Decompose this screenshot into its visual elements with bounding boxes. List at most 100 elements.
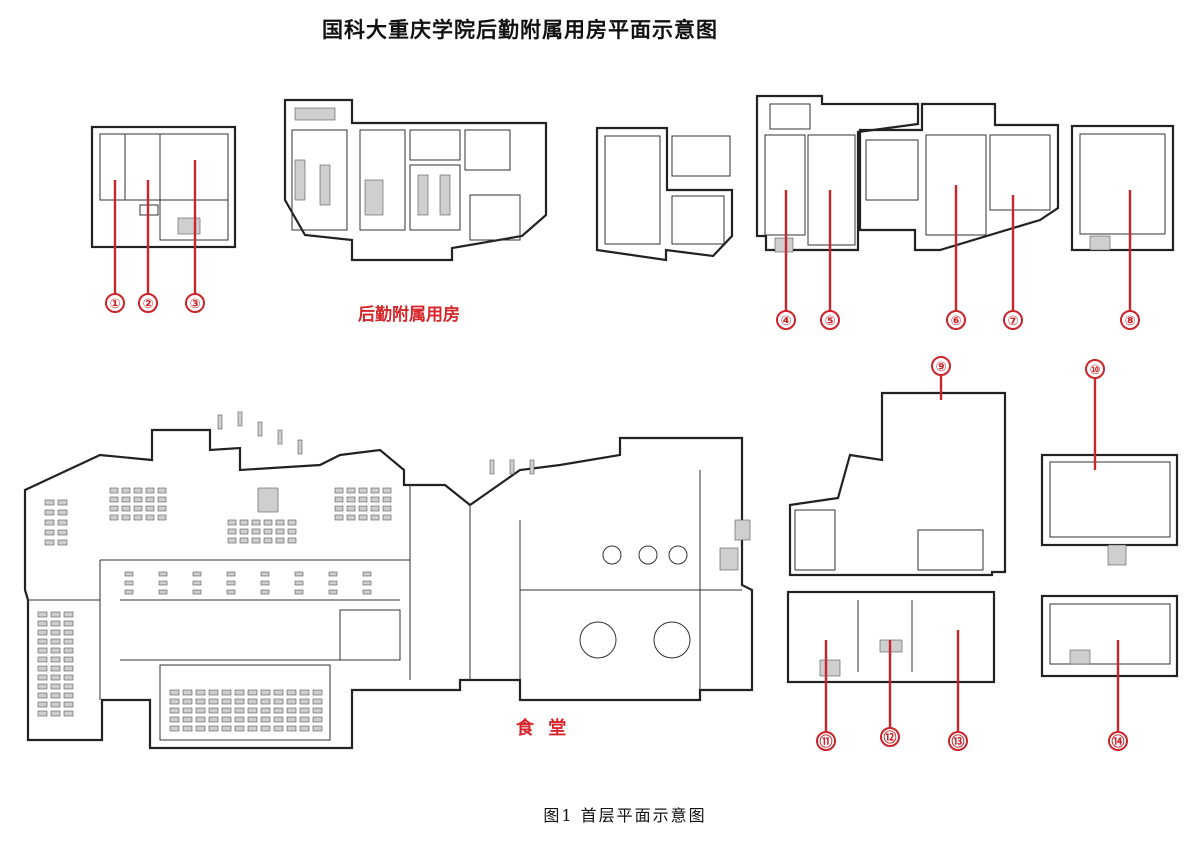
seating-block [234,716,245,723]
room-marker: ⑩ [1085,359,1105,470]
seating-block [37,683,48,690]
seating-block [63,629,74,636]
seating-block [44,529,55,536]
room-marker: ② [138,180,158,313]
seating-block [157,487,167,494]
building-b-plan [283,98,548,262]
seating-block [362,589,372,595]
seating-block [44,499,55,506]
building-14-plan [1040,594,1179,678]
seating-block [334,496,344,503]
roof-fin [509,459,515,475]
seating-block [57,529,68,536]
seating-block [124,580,134,586]
seating-block [50,692,61,699]
seating-block [208,689,219,696]
seating-block [370,514,380,521]
seating-block [133,496,143,503]
marker-circle [816,731,836,751]
seating-block [312,689,323,696]
seating-block [182,698,193,705]
seating-block [286,698,297,705]
seating-block [260,725,271,732]
seating-block [133,487,143,494]
room-marker: ⑫ [880,640,900,747]
seating-block [157,496,167,503]
seating-block [299,725,310,732]
marker-number: ⑫ [883,730,896,746]
seating-block [50,629,61,636]
seating-block [109,514,119,521]
seating-block [37,674,48,681]
room-marker: ⑧ [1120,190,1140,330]
seating-block [362,571,372,577]
marker-number: ⑬ [951,734,964,750]
seating-block [312,725,323,732]
seating-block [263,528,273,535]
marker-circle [946,310,966,330]
seating-block [260,689,271,696]
seating-block [63,683,74,690]
seating-block [109,496,119,503]
seating-block [273,716,284,723]
seating-block [286,707,297,714]
seating-block [260,571,270,577]
figure-caption: 图1 首层平面示意图 [543,806,707,825]
seating-block [370,496,380,503]
seating-block [63,692,74,699]
seating-block [299,689,310,696]
seating-block [275,519,285,526]
seating-block [227,537,237,544]
seating-block [286,725,297,732]
seating-block [57,519,68,526]
marker-number: ③ [189,297,200,312]
seating-block [182,725,193,732]
seating-block [273,725,284,732]
seating-block [44,519,55,526]
seating-block [109,505,119,512]
marker-number: ⑤ [824,314,835,329]
roof-fin [217,414,223,430]
marker-circle [931,356,951,376]
room-marker: ⑭ [1108,640,1128,751]
marker-number: ④ [780,314,791,329]
marker-circle [1108,731,1128,751]
seating-block [50,611,61,618]
seating-block [121,496,131,503]
seating-block [299,707,310,714]
seating-block [63,611,74,618]
seating-block [273,698,284,705]
seating-block [37,647,48,654]
seating-block [294,580,304,586]
seating-block [273,707,284,714]
room-marker: ⑪ [816,640,836,751]
seating-block [57,499,68,506]
seating-block [247,689,258,696]
seating-block [263,519,273,526]
seating-block [63,701,74,708]
seating-block [192,571,202,577]
seating-block [37,710,48,717]
marker-number: ⑧ [1124,314,1135,329]
seating-block [145,505,155,512]
seating-block [145,496,155,503]
seating-block [208,698,219,705]
seating-block [346,487,356,494]
seating-block [239,519,249,526]
seating-block [328,580,338,586]
seating-block [50,683,61,690]
seating-block [63,665,74,672]
seating-block [287,537,297,544]
seating-block [192,580,202,586]
seating-block [286,689,297,696]
marker-number: ⑩ [1089,363,1100,378]
seating-block [50,674,61,681]
seating-block [358,487,368,494]
room-marker: ③ [185,160,205,313]
seating-block [239,528,249,535]
seating-block [382,487,392,494]
seating-block [145,487,155,494]
room-marker: ⑦ [1003,195,1023,330]
seating-block [121,505,131,512]
seating-block [294,571,304,577]
